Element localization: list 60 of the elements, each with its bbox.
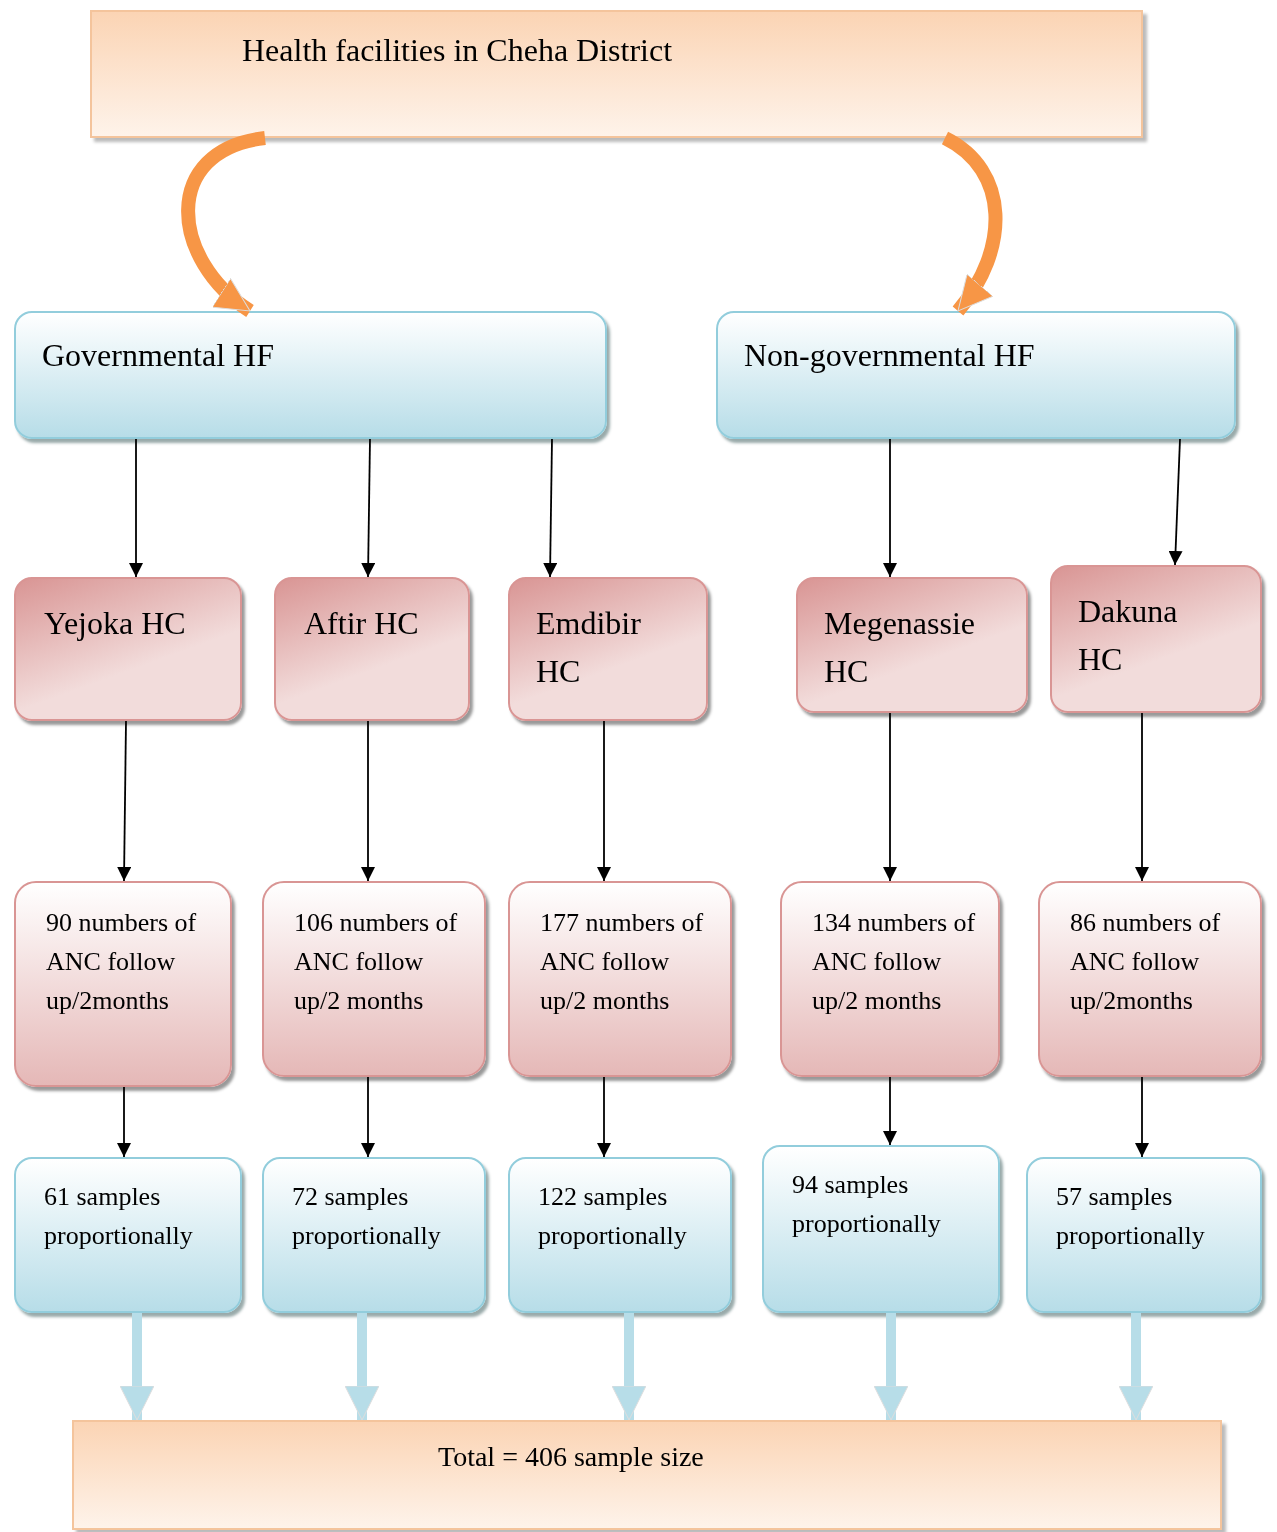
block-arrow [1118, 1313, 1154, 1421]
box-label: Megenassie HC [824, 604, 977, 691]
box-label: Aftir HC [304, 604, 420, 643]
sample-box [14, 1157, 242, 1313]
arrow [883, 712, 897, 882]
arrow [543, 438, 558, 578]
count-box [1038, 881, 1262, 1077]
count-box [780, 881, 1000, 1077]
box-label: 86 numbers of ANC follow up/2months [1070, 907, 1222, 1017]
arrow [597, 1076, 611, 1158]
count-box [508, 881, 732, 1077]
arrow [361, 438, 376, 578]
box-label: Total = 406 sample size [438, 1440, 705, 1474]
arrow [117, 1086, 131, 1158]
box-label: Dakuna HC [1078, 592, 1179, 679]
arrow [883, 1076, 897, 1146]
box-label: 57 samples proportionally [1056, 1181, 1206, 1252]
block-arrow [941, 132, 1003, 316]
arrow [883, 438, 897, 578]
block-arrow [181, 131, 267, 317]
box-label: 61 samples proportionally [44, 1181, 194, 1252]
category-box [14, 311, 607, 439]
title-box [90, 10, 1143, 138]
box-label: 106 numbers of ANC follow up/2 months [294, 907, 459, 1017]
facility-box [274, 577, 470, 721]
arrow [1135, 712, 1149, 882]
arrow [597, 720, 611, 882]
box-label: Non-governmental HF [744, 336, 1036, 375]
box-label: Governmental HF [42, 336, 275, 375]
sample-box [508, 1157, 732, 1313]
facility-box [14, 577, 242, 721]
sample-box [262, 1157, 486, 1313]
block-arrow [344, 1313, 380, 1421]
facility-box [796, 577, 1028, 713]
arrow [129, 438, 143, 578]
box-label: 122 samples proportionally [538, 1181, 688, 1252]
arrow [1135, 1076, 1149, 1158]
arrow [361, 1076, 375, 1158]
arrow [1168, 438, 1183, 566]
total-box [72, 1420, 1222, 1530]
box-label: Emdibir HC [536, 604, 642, 691]
count-box [14, 881, 232, 1087]
sample-box [1026, 1157, 1262, 1313]
box-label: 72 samples proportionally [292, 1181, 442, 1252]
block-arrow [119, 1313, 155, 1421]
block-arrow [873, 1313, 909, 1421]
box-label: Health facilities in Cheha District [242, 31, 674, 70]
box-label: 90 numbers of ANC follow up/2months [46, 907, 198, 1017]
box-label: 134 numbers of ANC follow up/2 months [812, 907, 977, 1017]
sample-box [762, 1145, 1000, 1313]
box-label: 94 samples proportionally [792, 1169, 942, 1240]
box-label: Yejoka HC [44, 604, 187, 643]
arrow [117, 720, 132, 882]
box-label: 177 numbers of ANC follow up/2 months [540, 907, 705, 1017]
facility-box [508, 577, 708, 721]
block-arrow [611, 1313, 647, 1421]
facility-box [1050, 565, 1262, 713]
count-box [262, 881, 486, 1077]
category-box [716, 311, 1236, 439]
arrow [361, 720, 375, 882]
